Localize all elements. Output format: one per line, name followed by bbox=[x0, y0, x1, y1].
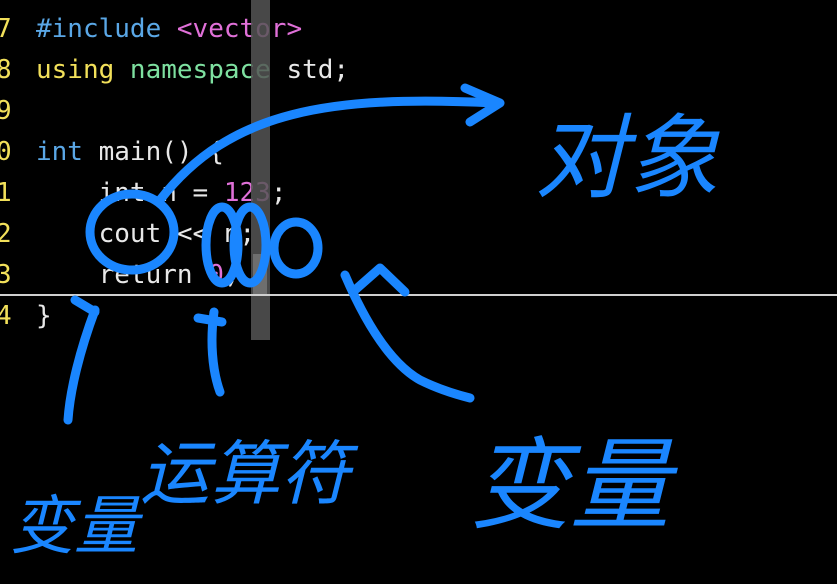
label-object: 对象 bbox=[535, 105, 720, 212]
code-token: std; bbox=[286, 55, 350, 85]
code-token: ; bbox=[270, 178, 287, 208]
line-number: 0 bbox=[0, 137, 12, 167]
line-number: 4 bbox=[0, 301, 12, 331]
arrow-to-object bbox=[155, 96, 500, 205]
arrow-head-object bbox=[460, 83, 505, 127]
circle-operator-right bbox=[229, 202, 271, 288]
arrow-to-constant bbox=[63, 305, 100, 425]
code-token: #include bbox=[36, 14, 177, 44]
circle-cout bbox=[85, 189, 179, 275]
code-token: } bbox=[36, 301, 52, 331]
arrow-to-constant-tick bbox=[70, 295, 100, 317]
code-token: int bbox=[36, 137, 99, 167]
label-operator: 运算符 bbox=[140, 433, 359, 515]
label-constant: 变量 bbox=[10, 490, 144, 564]
code-token: <vector> bbox=[176, 14, 303, 44]
line-number: 9 bbox=[0, 96, 12, 126]
line-code: #include <vector> bbox=[36, 9, 302, 50]
line-number: 1 bbox=[0, 178, 12, 208]
line-number: 7 bbox=[0, 14, 12, 44]
line-number: 8 bbox=[0, 55, 12, 85]
line-code: } bbox=[36, 296, 52, 337]
line-number: 3 bbox=[0, 260, 12, 290]
code-token: using bbox=[36, 55, 130, 85]
label-variable: 变量 bbox=[470, 427, 678, 544]
line-code: using namespace std; bbox=[36, 50, 349, 91]
arrow-to-operator-tick bbox=[193, 313, 227, 327]
line-number: 2 bbox=[0, 219, 12, 249]
arrow-to-variable-tick bbox=[350, 263, 410, 297]
circle-n bbox=[269, 217, 323, 279]
cursor-line-indicator bbox=[0, 294, 837, 296]
arrow-to-variable bbox=[340, 270, 475, 403]
code-token: namespace bbox=[129, 55, 287, 85]
